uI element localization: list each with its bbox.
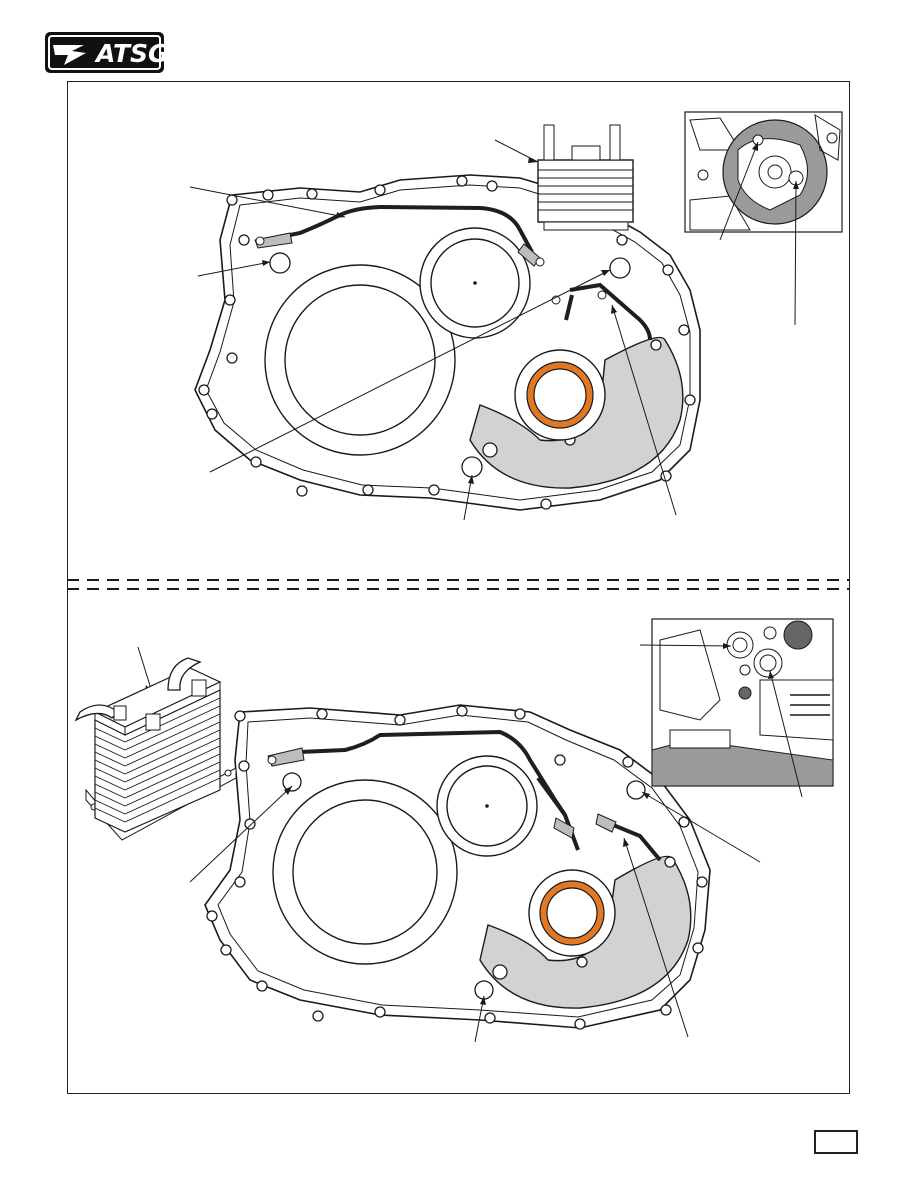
- bottom-case-view: [137, 646, 761, 1043]
- bottom-cooler-tube: [279, 729, 567, 817]
- top-case-view: [189, 124, 701, 521]
- atsg-logo: [45, 32, 164, 73]
- bottom-detail-photo: [639, 618, 834, 798]
- top-cooler-tube: [265, 204, 534, 253]
- bottom-leader-lines: [137, 646, 761, 1043]
- eagle-icon: [53, 45, 86, 65]
- top-baffle-shield: [469, 336, 684, 489]
- top-leader-lines: [189, 139, 677, 521]
- page-number-box: [814, 1130, 858, 1154]
- diagram-frame: [67, 81, 850, 1094]
- logo-text: ATSG: [96, 39, 169, 68]
- section-divider: [67, 579, 850, 590]
- bottom-oil-cooler-icon: [74, 657, 237, 841]
- top-oil-cooler: [537, 124, 634, 231]
- top-detail-photo: [684, 111, 843, 326]
